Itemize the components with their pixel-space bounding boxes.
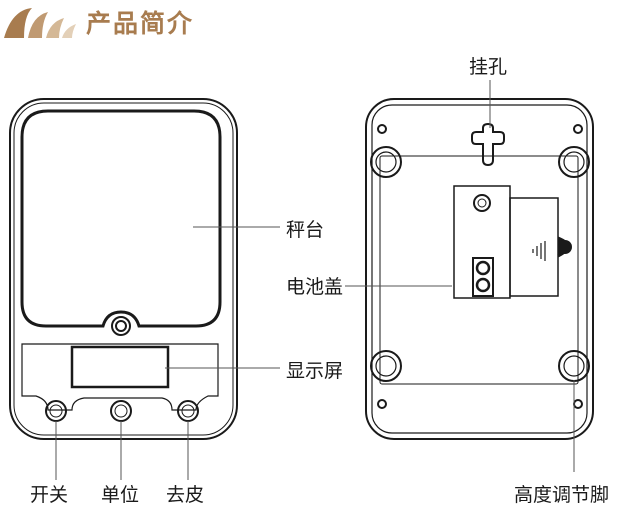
label-hanging-hole: 挂孔 <box>469 56 508 78</box>
label-battery-cover: 电池盖 <box>286 276 344 298</box>
label-platform: 秤台 <box>286 219 325 241</box>
label-display: 显示屏 <box>286 360 344 382</box>
tare-button <box>177 400 199 422</box>
adjustable-foot-tr <box>558 146 590 178</box>
page-title: 产品简介 <box>86 9 195 38</box>
label-unit: 单位 <box>101 484 140 506</box>
adjustable-foot-bl <box>370 350 402 382</box>
front-view <box>9 98 238 440</box>
adjustable-foot-tl <box>370 146 402 178</box>
unit-button <box>110 400 132 422</box>
adjustable-foot-br <box>558 350 590 382</box>
label-feet: 高度调节脚 <box>514 484 610 506</box>
battery-cover <box>453 185 511 299</box>
hanging-hole <box>471 122 505 167</box>
label-power: 开关 <box>30 484 69 506</box>
brand-logo-icon <box>4 8 76 38</box>
weighing-platform <box>20 109 222 328</box>
power-button <box>45 400 67 422</box>
display-screen <box>70 345 170 389</box>
label-tare: 去皮 <box>166 484 205 506</box>
back-view <box>365 98 594 440</box>
